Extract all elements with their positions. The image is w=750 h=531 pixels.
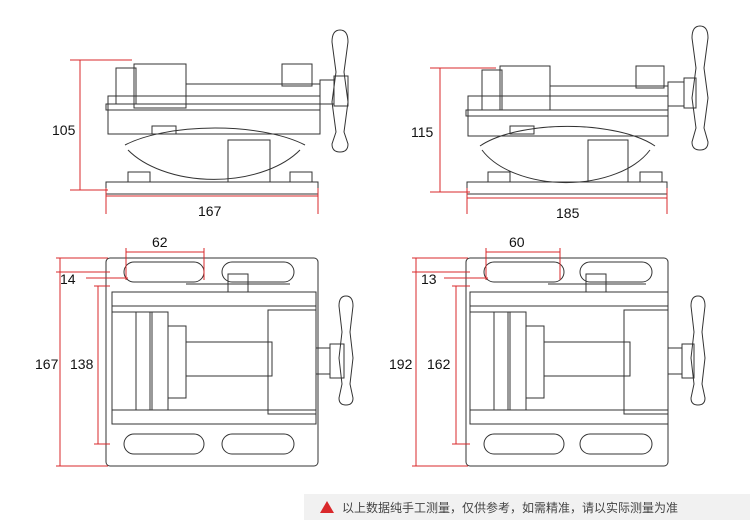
side-view-large	[465, 25, 709, 195]
side-view-small	[105, 29, 349, 195]
top-view-small	[105, 257, 354, 467]
dim-top-large-offset: 13	[421, 271, 437, 287]
dim-side-small-height: 105	[52, 122, 76, 138]
dimension-lines	[56, 59, 668, 467]
dim-top-small-jaw: 62	[152, 234, 168, 250]
dim-top-small-outer: 167	[35, 356, 59, 372]
top-view-large	[465, 257, 706, 467]
dim-top-large-outer: 192	[389, 356, 413, 372]
measurement-note: 以上数据纯手工测量，仅供参考，如需精准，请以实际测量为准	[304, 494, 750, 520]
measurement-note-text: 以上数据纯手工测量，仅供参考，如需精准，请以实际测量为准	[342, 500, 679, 515]
dim-side-large-length: 185	[556, 205, 580, 221]
warning-triangle-icon	[320, 501, 334, 513]
dim-side-small-length: 167	[198, 203, 222, 219]
dim-top-small-offset: 14	[60, 271, 76, 287]
dim-top-large-jaw: 60	[509, 234, 525, 250]
dim-top-small-inner: 138	[70, 356, 94, 372]
dim-top-large-inner: 162	[427, 356, 451, 372]
dim-side-large-height: 115	[411, 124, 434, 140]
